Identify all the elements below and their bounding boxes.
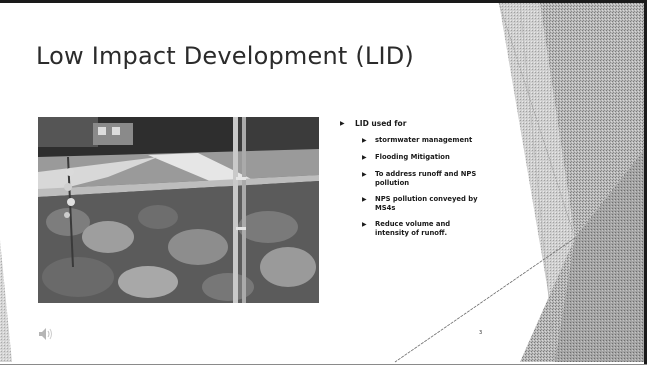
triangle-bullet-icon: ▶ [362,196,367,204]
triangle-bullet-icon: ▶ [362,154,367,161]
sub-bullet: ▶ To address runoff and NPS pollution [362,170,520,187]
facet-left [0,240,12,362]
facet-line-1 [498,2,576,239]
sub-bullet-text: Reduce volume and intensity of runoff. [375,220,451,237]
triangle-bullet-icon: ▶ [340,120,345,127]
sub-bullet: ▶ stormwater management [362,136,520,145]
facet-line-3 [519,2,556,363]
sub-bullet-text: NPS pollution conveyed by MS4s [375,195,478,212]
sub-bullet: ▶ Flooding Mitigation [362,153,520,162]
slide-title: Low Impact Development (LID) [36,42,414,70]
sub-bullet-text: To address runoff and NPS pollution [375,170,477,187]
facet-dark [555,150,644,362]
triangle-bullet-icon: ▶ [362,171,367,178]
sub-bullet: ▶ NPS pollution conveyed by MS4s [362,195,520,212]
bullet-list: ▶ LID used for ▶ stormwater management ▶… [340,119,520,246]
triangle-bullet-icon: ▶ [362,137,367,144]
bullet-main-text: LID used for [355,119,407,128]
bullet-main: ▶ LID used for [340,119,520,129]
page-number: 3 [479,330,483,336]
speaker-icon[interactable] [38,327,56,341]
sub-bullet-text: stormwater management [375,136,473,144]
sub-bullet-text: Flooding Mitigation [375,153,450,161]
sub-bullet: ▶ Reduce volume and intensity of runoff. [362,220,520,237]
triangle-bullet-icon: ▶ [362,221,367,229]
rain-garden-photo-graphic [38,117,319,303]
rain-garden-photo [38,117,319,303]
sub-bullet-list: ▶ stormwater management ▶ Flooding Mitig… [362,136,520,238]
right-border [644,0,647,365]
top-border [0,0,647,3]
